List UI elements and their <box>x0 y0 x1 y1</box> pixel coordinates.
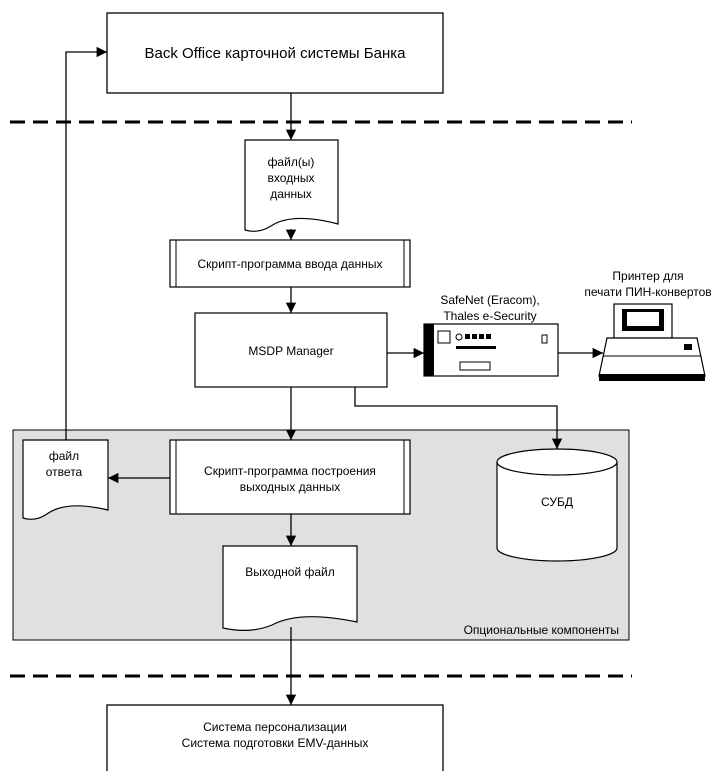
output-script-line2: выходных данных <box>240 480 340 494</box>
personalization-line1: Система персонализации <box>203 720 347 734</box>
optional-components-label: Опциональные компоненты <box>464 623 619 637</box>
msdp-manager-box <box>194 312 388 388</box>
back-office-box <box>106 12 444 94</box>
printer-icon <box>598 303 706 381</box>
response-file-line2: ответа <box>46 465 83 479</box>
personalization-line2: Система подготовки EMV-данных <box>182 736 369 750</box>
hsm-label-line2: Thales e-Security <box>443 309 536 323</box>
arrow-msdp-to-dbms <box>354 387 563 449</box>
arrow-response-file-to-backoffice <box>65 46 107 440</box>
output-file-document <box>222 545 358 631</box>
output-script-box <box>169 439 411 515</box>
printer-label-line1: Принтер для <box>612 269 683 283</box>
input-files-line2: входных <box>268 171 315 185</box>
msdp-manager-label: MSDP Manager <box>248 344 333 358</box>
dbms-label: СУБД <box>541 495 573 509</box>
personalization-box <box>106 704 444 771</box>
printer-label-line2: печати ПИН-конвертов <box>584 285 711 299</box>
hsm-label-line1: SafeNet (Eracom), <box>440 293 539 307</box>
back-office-label: Back Office карточной системы Банка <box>145 45 407 62</box>
response-file-document <box>22 439 109 520</box>
input-files-document <box>244 139 339 232</box>
input-script-box <box>169 239 411 288</box>
input-files-line1: файл(ы) <box>268 155 315 169</box>
input-files-line3: данных <box>270 187 312 201</box>
output-script-line1: Скрипт-программа построения <box>204 464 376 478</box>
response-file-line1: файл <box>49 449 79 463</box>
input-script-label: Скрипт-программа ввода данных <box>198 257 383 271</box>
hsm-device-icon <box>423 323 559 377</box>
output-file-label: Выходной файл <box>245 565 335 579</box>
